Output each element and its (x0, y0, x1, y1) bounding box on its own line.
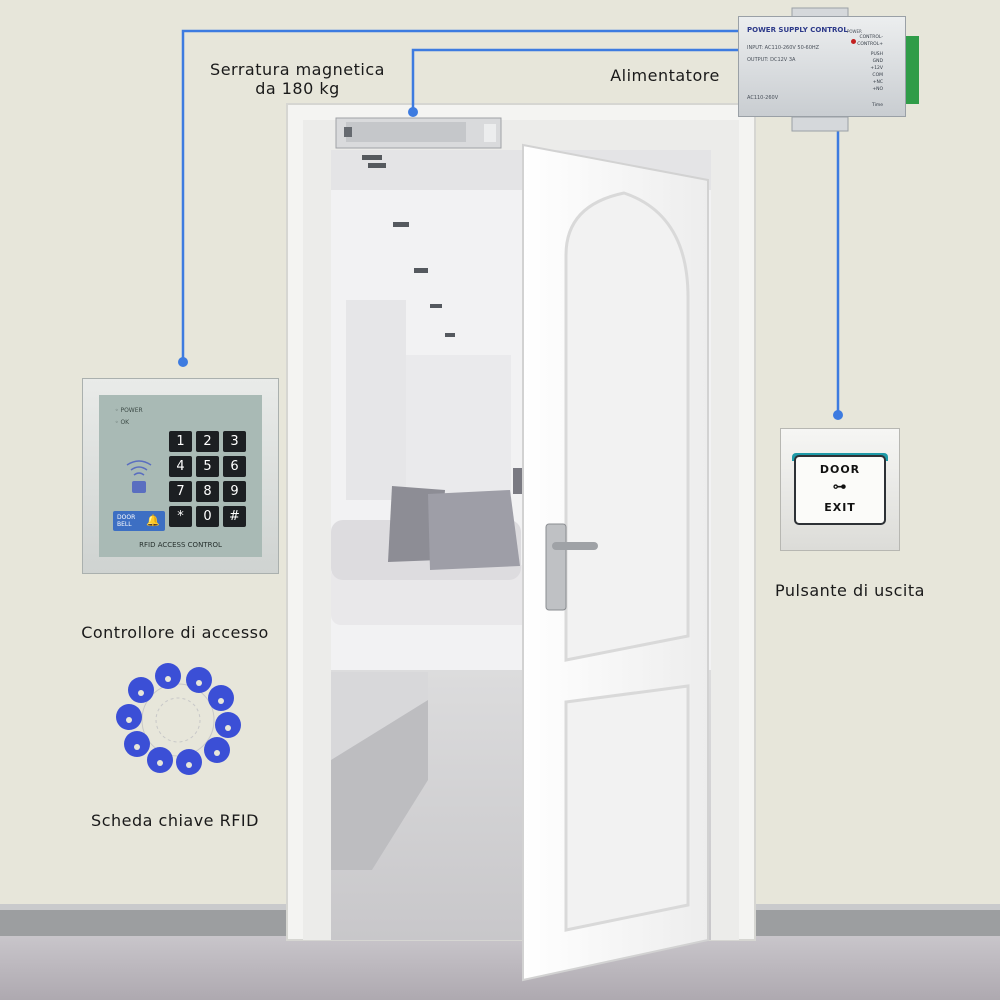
keypad-face: ◦ POWER ◦ OK 1 2 3 4 5 6 7 8 9 * 0 # DOO… (99, 395, 262, 557)
terminal-no: +NO (872, 87, 883, 92)
power-led-label: ◦ POWER (115, 407, 143, 414)
lock-label: Serratura magnetica da 180 kg (190, 60, 405, 98)
wires (181, 29, 840, 415)
keypad-keys: 1 2 3 4 5 6 7 8 9 * 0 # (169, 431, 246, 527)
terminal-12v: +12V (870, 66, 883, 71)
psu-time-label: Time (871, 103, 883, 108)
exit-exit-text: EXIT (824, 501, 856, 514)
exit-button-device: DOOR ⊶ EXIT (780, 428, 900, 551)
wire-dot-exit (833, 410, 843, 420)
psu-output: OUTPUT: DC12V 3A (747, 57, 796, 63)
ok-led-text: OK (120, 419, 130, 426)
terminal-nc: +NC (872, 80, 883, 85)
doorbell-label: DOOR BELL (117, 514, 136, 528)
key-star[interactable]: * (169, 506, 192, 527)
exit-push-button[interactable]: DOOR ⊶ EXIT (794, 455, 886, 525)
terminal-com: COM (872, 73, 883, 78)
terminal-control-plus: CONTROL+ (857, 42, 883, 47)
key-3[interactable]: 3 (223, 431, 246, 452)
key-6[interactable]: 6 (223, 456, 246, 477)
key-5[interactable]: 5 (196, 456, 219, 477)
terminal-control-minus: CONTROL- (859, 35, 883, 40)
wire-dot-keypad (178, 357, 188, 367)
psu-power-led (851, 39, 856, 44)
door-lower-panel (564, 684, 690, 932)
door-upper-panel (564, 191, 690, 662)
power-supply-box: POWER SUPPLY CONTROL INPUT: AC110-260V 5… (738, 16, 906, 117)
psu-voltage-badge: AC110-260V (747, 95, 779, 101)
wire-keypad (181, 29, 738, 360)
key-1[interactable]: 1 (169, 431, 192, 452)
key-9[interactable]: 9 (223, 481, 246, 502)
psu-input: INPUT: AC110-260V 50-60HZ (747, 45, 820, 51)
wire-lock (411, 48, 738, 110)
rfid-keyfobs (116, 663, 241, 775)
bell-icon: 🔔 (146, 514, 160, 527)
doorbell-button[interactable]: DOOR BELL 🔔 (113, 511, 165, 531)
wire-dot-lock (408, 107, 418, 117)
access-controller-label: Controllore di accesso (81, 623, 269, 642)
key-2[interactable]: 2 (196, 431, 219, 452)
key-8[interactable]: 8 (196, 481, 219, 502)
keypad-brand: RFID ACCESS CONTROL (139, 541, 222, 549)
exit-button-label: Pulsante di uscita (775, 581, 925, 600)
psu-power-label: POWER (847, 29, 862, 34)
rfid-wave-icon (121, 455, 157, 499)
power-supply-label: Alimentatore (610, 66, 720, 85)
exit-door-text: DOOR (819, 463, 861, 476)
rfid-card-label: Scheda chiave RFID (91, 811, 259, 830)
ok-led-label: ◦ OK (115, 419, 130, 426)
door-handle (545, 523, 567, 611)
key-icon: ⊶ (832, 479, 848, 495)
psu-title: POWER SUPPLY CONTROL (747, 26, 848, 34)
lock-label-line2: da 180 kg (255, 79, 340, 98)
key-4[interactable]: 4 (169, 456, 192, 477)
floor (0, 935, 1000, 1000)
key-0[interactable]: 0 (196, 506, 219, 527)
terminal-push: PUSH (870, 52, 883, 57)
lock-label-line1: Serratura magnetica (210, 60, 385, 79)
terminal-gnd: GND (872, 59, 883, 64)
terminal-block (906, 36, 919, 104)
access-controller-keypad: ◦ POWER ◦ OK 1 2 3 4 5 6 7 8 9 * 0 # DOO… (82, 378, 279, 574)
key-7[interactable]: 7 (169, 481, 192, 502)
key-hash[interactable]: # (223, 506, 246, 527)
power-led-text: POWER (120, 407, 143, 414)
